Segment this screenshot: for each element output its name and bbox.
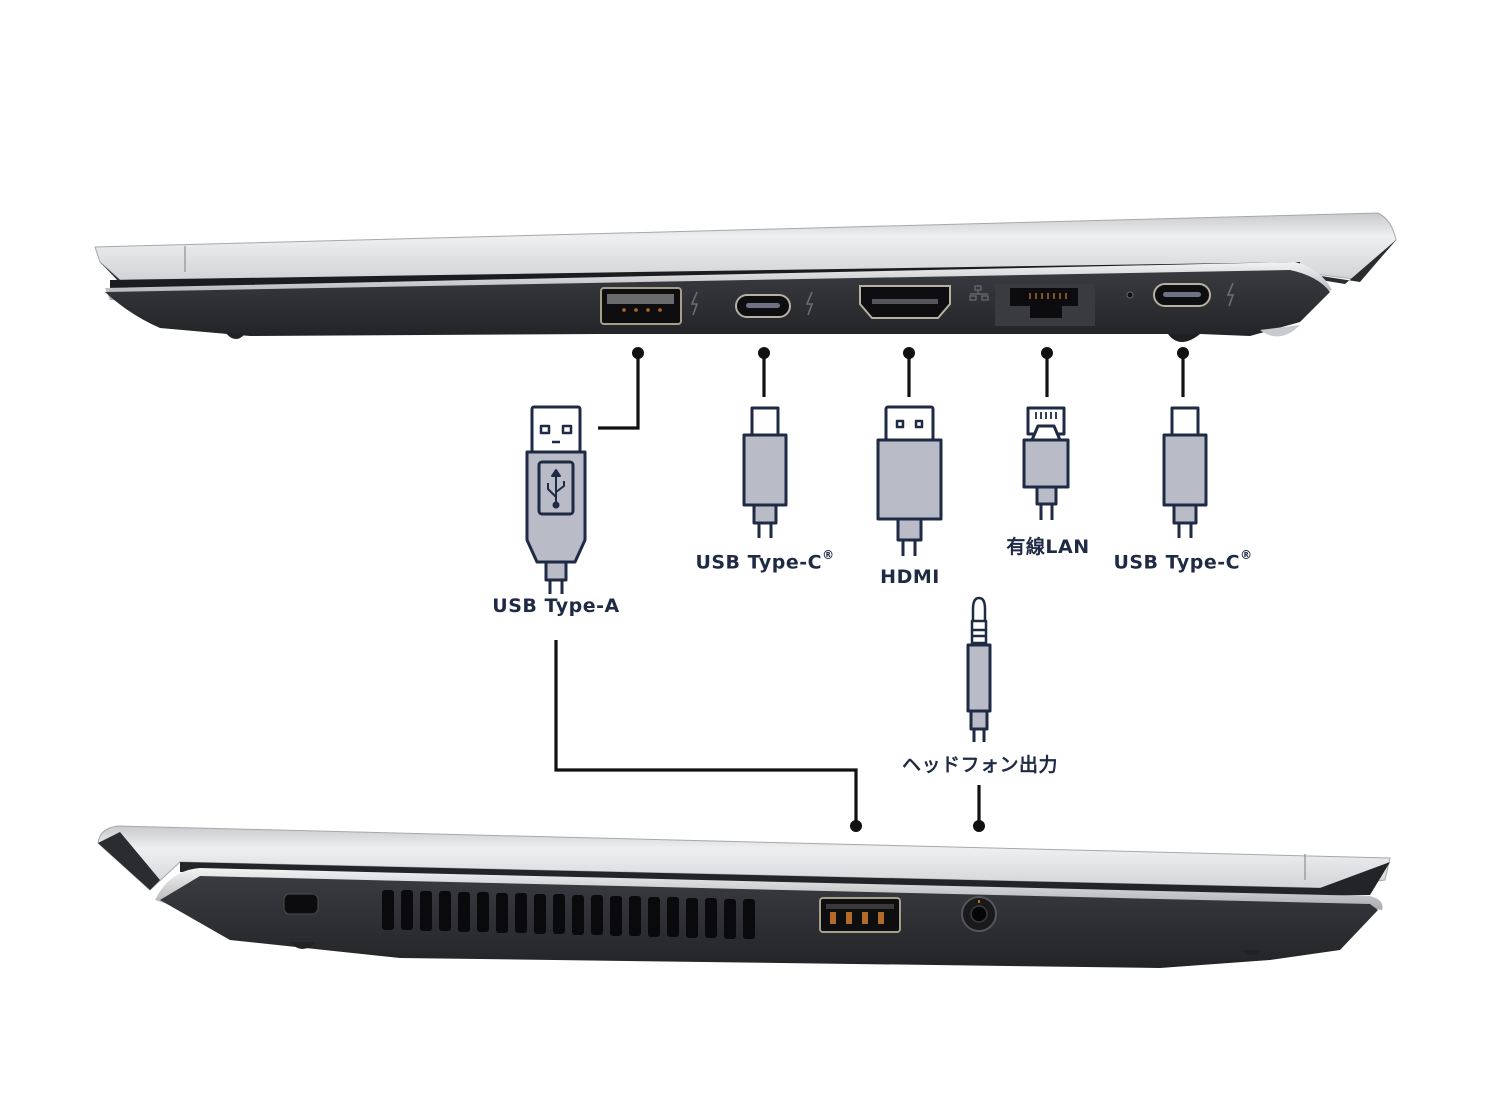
headphone-jack-plug-icon xyxy=(966,596,992,742)
thunderbolt-icon xyxy=(805,291,814,316)
label-headphone-output: ヘッドフォン出力 xyxy=(902,750,1058,777)
leader-lines xyxy=(554,353,1185,825)
label-usb-type-c-1: USB Type-C® xyxy=(695,548,835,574)
label-text: USB Type-A xyxy=(492,595,620,617)
label-hdmi: HDMI xyxy=(880,566,940,588)
laptop-right-side-view xyxy=(94,212,1397,342)
usb-a-port xyxy=(600,287,682,325)
registered-mark: ® xyxy=(1240,548,1253,562)
laptop-left-side-view xyxy=(97,825,1391,968)
usb-type-a-plug-icon xyxy=(525,405,587,594)
thunderbolt-icon xyxy=(690,291,699,316)
label-text: HDMI xyxy=(880,566,940,588)
label-usb-type-c-2: USB Type-C® xyxy=(1113,548,1253,574)
leader-dots xyxy=(632,347,1189,832)
label-text: USB Type-C xyxy=(1113,551,1241,574)
label-text: USB Type-C xyxy=(695,551,823,574)
rj45-port xyxy=(995,284,1095,326)
usb-type-c-plug-icon xyxy=(742,406,788,538)
usb-c-port-2 xyxy=(1153,283,1211,307)
usb-type-c-plug-icon xyxy=(1162,406,1208,538)
rj45-plug-icon xyxy=(1022,406,1070,520)
usb-c-port xyxy=(735,294,791,318)
hdmi-plug-icon xyxy=(876,405,943,556)
label-text: ヘッドフォン出力 xyxy=(901,754,1059,776)
label-usb-type-a: USB Type-A xyxy=(492,595,619,617)
label-wired-lan: 有線LAN xyxy=(1006,532,1089,559)
usb-a-port xyxy=(819,897,901,933)
status-led xyxy=(1126,291,1134,299)
headphone-jack-port xyxy=(961,896,997,932)
network-icon xyxy=(969,285,989,301)
security-lock-slot-icon xyxy=(283,893,319,915)
hdmi-port xyxy=(859,285,951,319)
label-text: 有線LAN xyxy=(1006,536,1090,558)
lid xyxy=(97,825,1391,891)
thunderbolt-icon xyxy=(1226,282,1235,307)
registered-mark: ® xyxy=(822,548,835,562)
air-vent-icon xyxy=(382,890,755,939)
